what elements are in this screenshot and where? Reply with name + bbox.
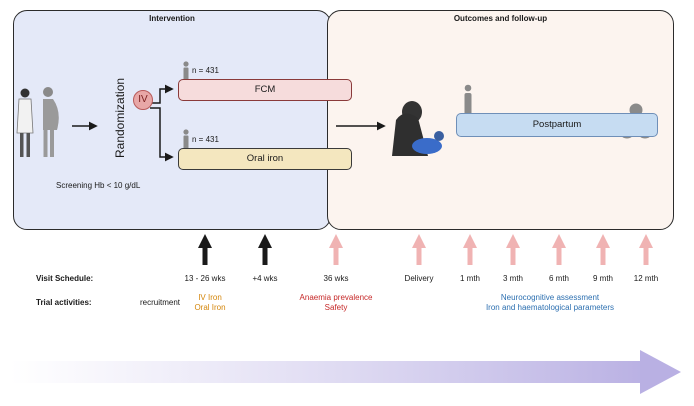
clinician-icon xyxy=(16,88,34,157)
activity-recruitment: recruitment xyxy=(140,298,181,307)
screening-label: Screening Hb < 10 g/dL xyxy=(56,181,141,190)
participant-icon-oral xyxy=(183,129,189,150)
randomization-label: Randomization xyxy=(113,77,127,158)
activity-iron-parameters: Iron and haematological parameters xyxy=(485,303,615,312)
oral-n-label: n = 431 xyxy=(192,135,219,144)
postpartum-bar: Postpartum xyxy=(456,113,658,137)
visit-arrow-delivery xyxy=(412,234,426,265)
pregnant-woman-icon xyxy=(43,87,59,157)
activity-neurocognitive: Neurocognitive assessment xyxy=(500,293,600,302)
visit-arrow-13-26wks xyxy=(198,234,212,265)
visit-arrow-6mth xyxy=(552,234,566,265)
trial-activities-label: Trial activities: xyxy=(36,298,92,307)
visit-36wks: 36 wks xyxy=(323,274,349,283)
visit-arrow-4wks xyxy=(258,234,272,265)
visit-arrow-12mth xyxy=(639,234,653,265)
intervention-title: Intervention xyxy=(149,14,195,23)
oral-iron-arm-box: Oral iron xyxy=(178,148,352,170)
activity-safety: Safety xyxy=(324,303,348,312)
visit-delivery: Delivery xyxy=(404,274,434,283)
visit-3mth: 3 mth xyxy=(502,274,523,283)
fcm-arm-box: FCM xyxy=(178,79,352,101)
outcomes-title: Outcomes and follow-up xyxy=(453,14,548,23)
activity-oral-iron: Oral Iron xyxy=(194,303,226,312)
visit-schedule-label: Visit Schedule: xyxy=(36,274,94,283)
participant-icon-fcm xyxy=(183,61,189,82)
visit-12mth: 12 mth xyxy=(633,274,659,283)
fcm-n-label: n = 431 xyxy=(192,66,219,75)
visit-6mth: 6 mth xyxy=(548,274,569,283)
visit-arrow-3mth xyxy=(506,234,520,265)
activity-anaemia-prevalence: Anaemia prevalence xyxy=(299,293,373,302)
activity-iv-iron: IV Iron xyxy=(198,293,222,302)
visit-9mth: 9 mth xyxy=(592,274,613,283)
iv-badge: IV xyxy=(133,90,153,110)
visit-arrow-1mth xyxy=(463,234,477,265)
visit-arrow-9mth xyxy=(596,234,610,265)
intervention-panel: Intervention xyxy=(13,10,331,230)
visit-1mth: 1 mth xyxy=(459,274,480,283)
timeline-arrow xyxy=(10,350,681,394)
visit-13-26wks: 13 - 26 wks xyxy=(184,274,226,283)
mother-baby-icon xyxy=(392,101,444,156)
visit-4wks: +4 wks xyxy=(252,274,278,283)
visit-arrow-36wks xyxy=(329,234,343,265)
